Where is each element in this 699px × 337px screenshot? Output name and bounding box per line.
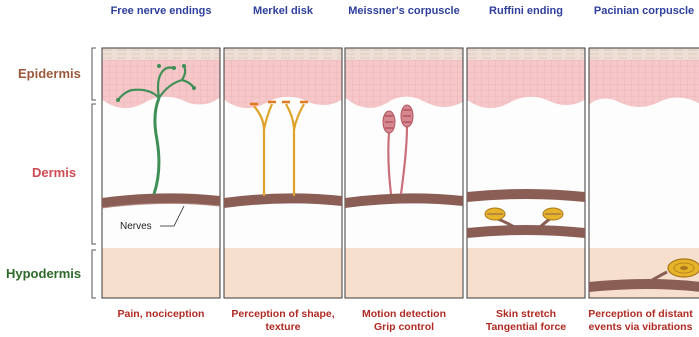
title-free-nerve-endings: Free nerve endings	[102, 5, 220, 17]
panel-ruffini-ending	[467, 48, 585, 298]
caption-free-nerve-endings: Pain, nociception	[102, 308, 220, 321]
panel-pacinian-corpuscle	[589, 48, 699, 298]
layer-brackets	[92, 48, 96, 298]
caption-meissners-corpuscle: Motion detection Grip control	[345, 308, 463, 334]
caption-line: texture	[224, 321, 342, 334]
caption-merkel-disk: Perception of shape, texture	[224, 308, 342, 334]
title-meissners-corpuscle: Meissner's corpuscle	[345, 5, 463, 17]
caption-line: Pain, nociception	[102, 308, 220, 321]
caption-line: Perception of distant	[582, 308, 699, 321]
caption-line: Grip control	[345, 321, 463, 334]
panel-meissners-corpuscle	[345, 48, 463, 298]
panel-merkel-disk	[224, 48, 342, 298]
nerves-label: Nerves	[120, 221, 152, 232]
caption-line: Tangential force	[467, 321, 585, 334]
caption-pacinian-corpuscle: Perception of distant events via vibrati…	[582, 308, 699, 334]
caption-line: Perception of shape,	[224, 308, 342, 321]
title-ruffini-ending: Ruffini ending	[467, 5, 585, 17]
title-merkel-disk: Merkel disk	[224, 5, 342, 17]
title-pacinian-corpuscle: Pacinian corpuscle	[585, 5, 699, 17]
caption-ruffini-ending: Skin stretch Tangential force	[467, 308, 585, 334]
caption-line: Motion detection	[345, 308, 463, 321]
caption-line: events via vibrations	[582, 321, 699, 334]
panel-free-nerve-endings	[102, 48, 220, 298]
caption-line: Skin stretch	[467, 308, 585, 321]
